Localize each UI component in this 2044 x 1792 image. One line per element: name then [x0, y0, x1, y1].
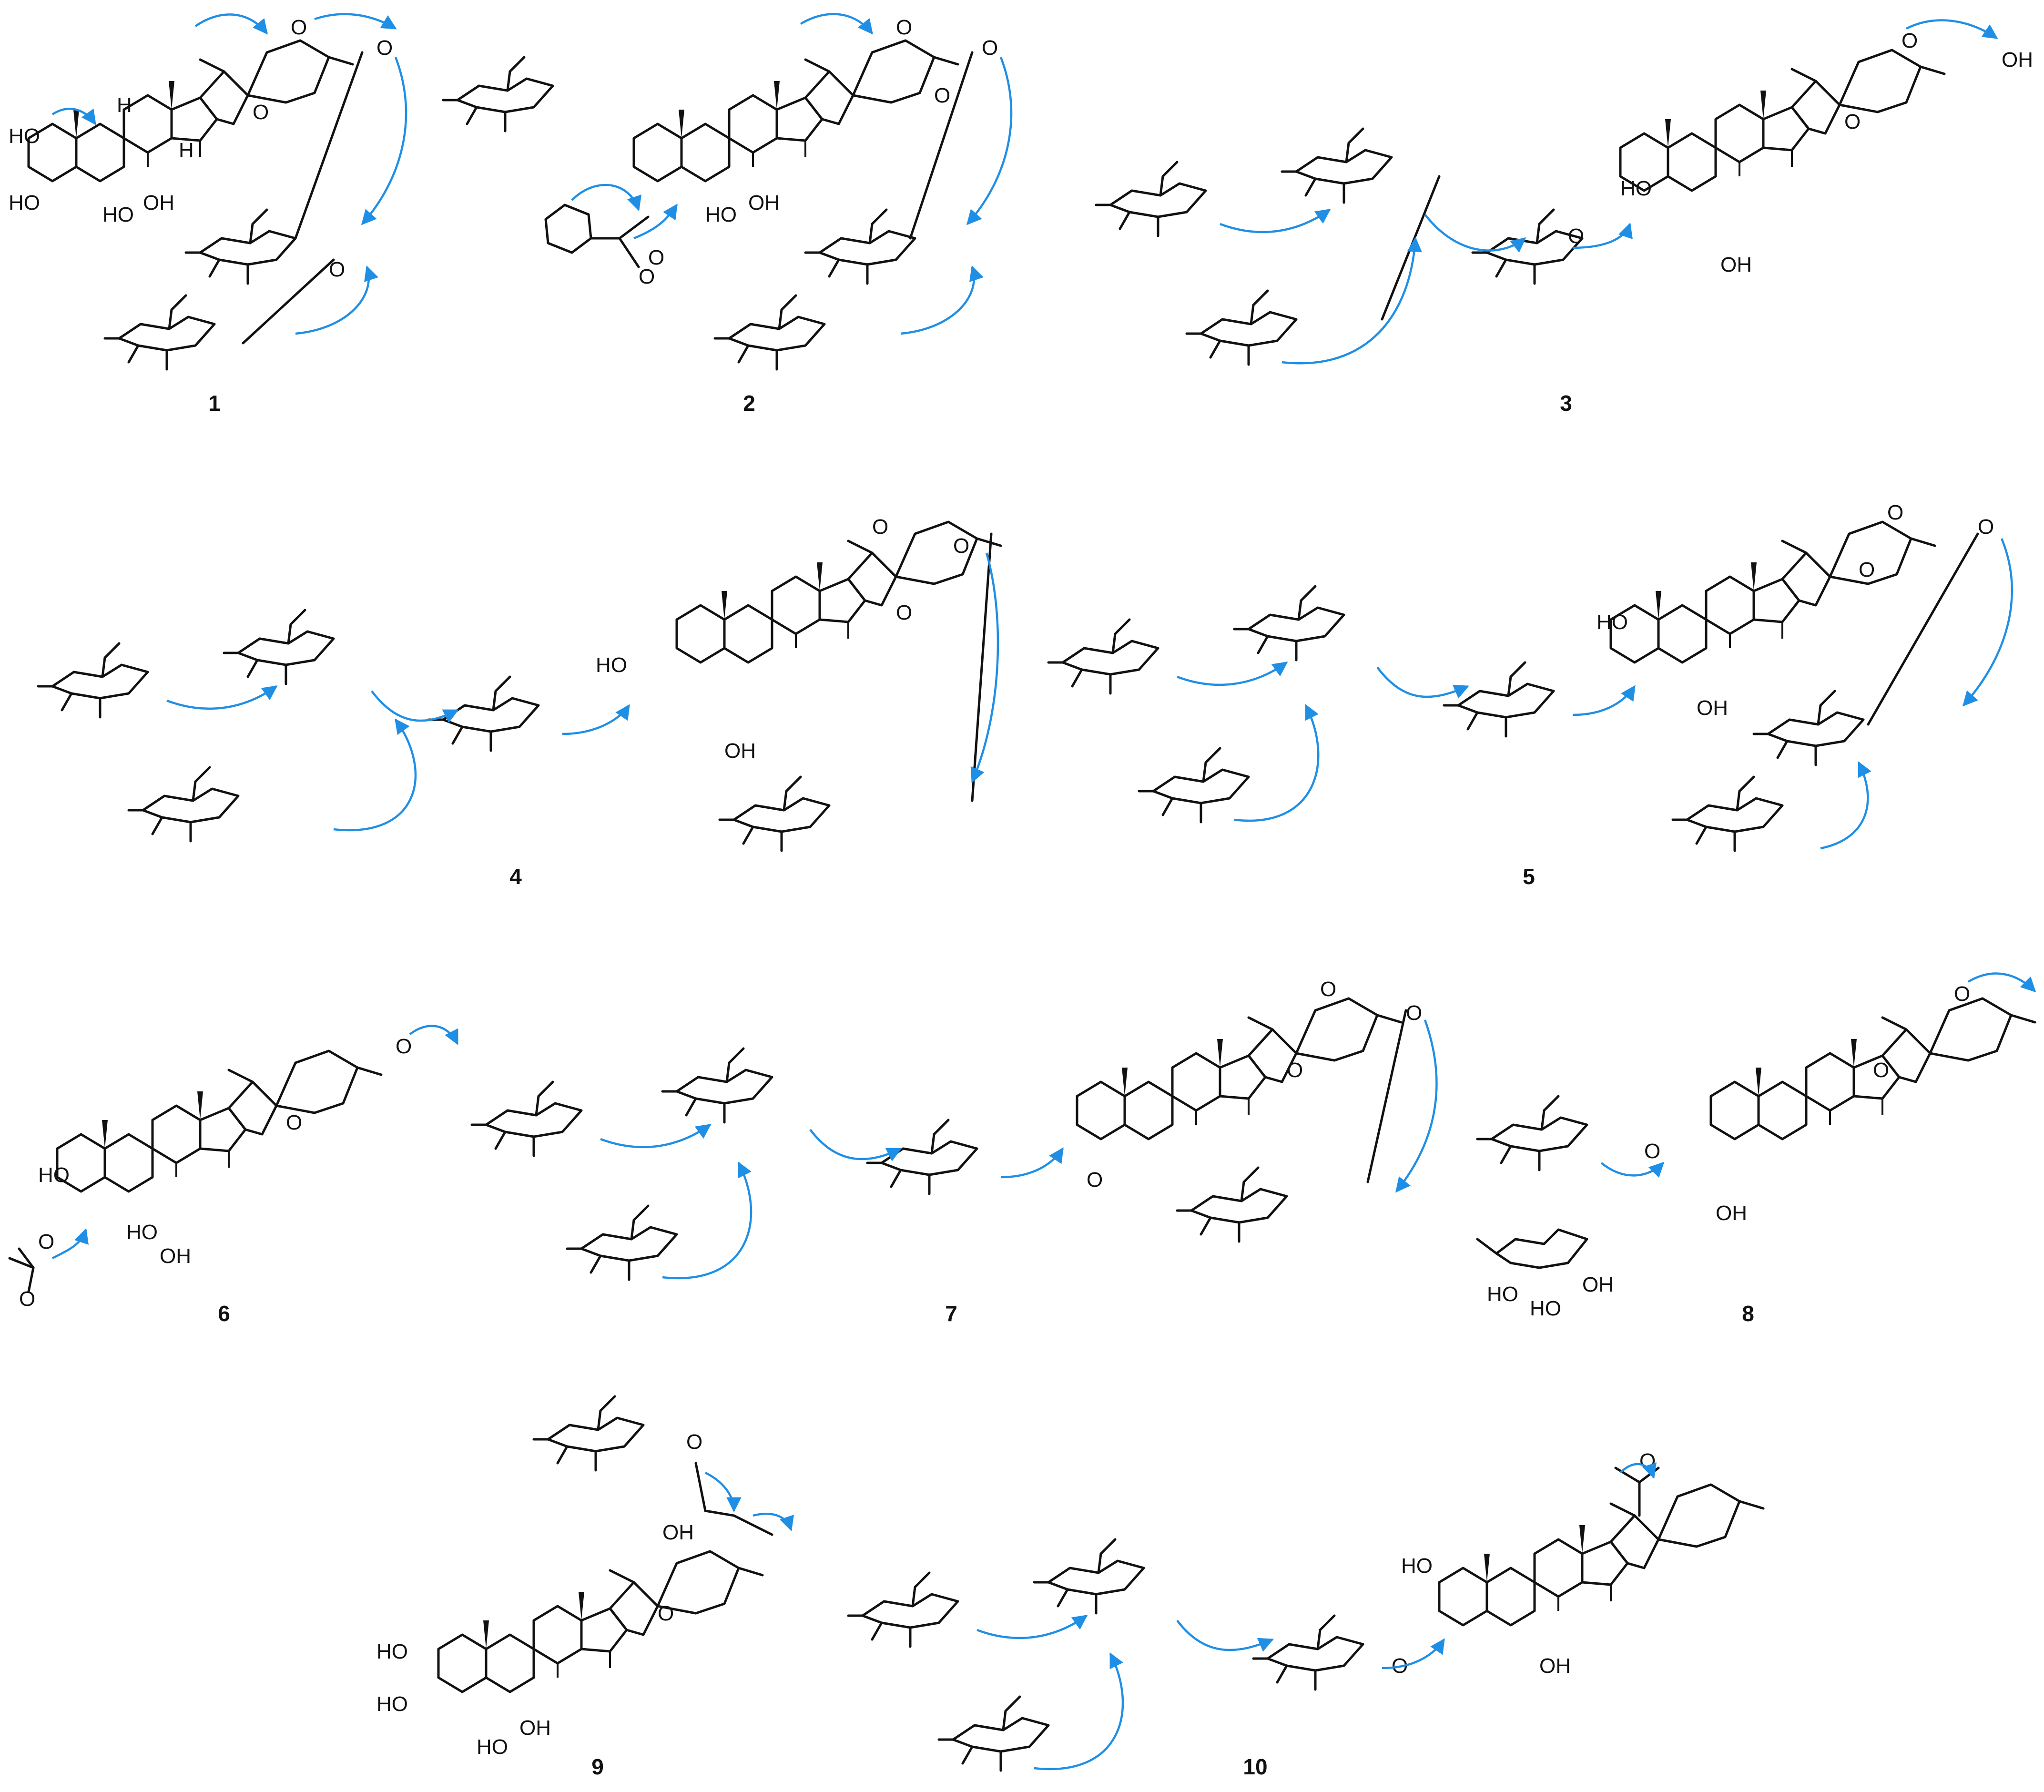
svg-text:O: O	[1954, 982, 1970, 1006]
svg-text:O: O	[1639, 1449, 1656, 1473]
svg-text:O: O	[253, 101, 269, 124]
compound-3: HO OH OH O O O 3	[1096, 19, 2033, 416]
svg-text:O: O	[286, 1111, 302, 1134]
svg-text:O: O	[396, 1035, 412, 1058]
svg-text:O: O	[1859, 558, 1875, 581]
svg-text:O: O	[38, 1230, 54, 1253]
svg-text:HO: HO	[102, 203, 134, 226]
svg-text:OH: OH	[2002, 48, 2033, 71]
compound-1: HO HO HO OH O O O O H H 1	[9, 13, 407, 416]
svg-text:O: O	[1568, 224, 1584, 248]
svg-text:O: O	[1644, 1140, 1660, 1163]
compound-10: O HO OH O 10	[848, 1449, 1763, 1779]
svg-text:O: O	[19, 1287, 35, 1311]
svg-text:OH: OH	[724, 739, 756, 763]
svg-text:O: O	[1978, 515, 1994, 539]
compound-6-label: 6	[218, 1301, 230, 1326]
svg-text:HO: HO	[126, 1221, 158, 1244]
svg-text:OH: OH	[1697, 696, 1728, 720]
compound-7: O O O O 7	[472, 977, 1438, 1326]
svg-text:OH: OH	[1582, 1273, 1614, 1296]
compound-1-label: 1	[208, 391, 221, 416]
svg-text:O: O	[648, 246, 664, 269]
compound-10-label: 10	[1243, 1754, 1267, 1779]
compound-9-label: 9	[591, 1754, 604, 1779]
svg-text:O: O	[896, 16, 912, 39]
svg-text:O: O	[953, 534, 969, 558]
compound-8-label: 8	[1742, 1301, 1754, 1326]
svg-text:OH: OH	[519, 1716, 551, 1740]
svg-text:OH: OH	[160, 1244, 191, 1268]
svg-text:OH: OH	[1720, 253, 1752, 276]
svg-text:O: O	[872, 515, 888, 539]
svg-text:H: H	[117, 93, 132, 117]
svg-text:HO: HO	[38, 1163, 70, 1187]
svg-text:HO: HO	[376, 1640, 408, 1663]
svg-text:HO: HO	[596, 653, 627, 677]
svg-text:O: O	[896, 601, 912, 624]
svg-text:OH: OH	[1539, 1654, 1571, 1678]
svg-text:O: O	[329, 258, 345, 281]
compound-5: HO OH O O O 5	[1048, 501, 2013, 889]
svg-text:O: O	[1844, 110, 1861, 133]
svg-text:HO: HO	[705, 203, 737, 226]
svg-text:O: O	[1873, 1059, 1889, 1082]
compound-7-label: 7	[945, 1301, 957, 1326]
svg-text:O: O	[1406, 1001, 1422, 1025]
compound-3-label: 3	[1560, 391, 1572, 416]
svg-text:O: O	[1902, 29, 1918, 52]
svg-text:O: O	[982, 36, 998, 60]
svg-text:O: O	[934, 84, 950, 107]
compound-9: HO HO HO OH OH O O 9	[376, 1396, 794, 1779]
svg-text:HO: HO	[1401, 1554, 1433, 1578]
svg-text:HO: HO	[1487, 1283, 1518, 1306]
svg-text:OH: OH	[748, 191, 780, 214]
compound-5-label: 5	[1523, 864, 1535, 889]
svg-text:O: O	[291, 16, 307, 39]
svg-text:O: O	[1087, 1168, 1103, 1191]
compound-2-label: 2	[743, 391, 755, 416]
svg-text:O: O	[376, 36, 393, 60]
svg-text:HO: HO	[376, 1692, 408, 1716]
compound-4-label: 4	[509, 864, 522, 889]
compound-6: HO O O HO OH O O 6	[8, 1025, 459, 1326]
svg-text:OH: OH	[143, 191, 174, 214]
svg-text:OH: OH	[662, 1521, 694, 1544]
svg-text:O: O	[686, 1430, 702, 1454]
svg-text:HO: HO	[9, 124, 40, 148]
svg-text:O: O	[639, 265, 655, 288]
svg-text:O: O	[658, 1602, 674, 1625]
svg-text:OH: OH	[1716, 1201, 1747, 1225]
svg-text:HO: HO	[9, 191, 40, 214]
svg-text:O: O	[1887, 501, 1903, 524]
svg-text:HO: HO	[1530, 1297, 1561, 1320]
compound-4: HO OH O O O 4	[38, 515, 1001, 889]
svg-text:O: O	[1320, 977, 1336, 1001]
compound-8: O OH HO HO OH O O 8	[1476, 972, 2035, 1326]
svg-text:H: H	[179, 139, 194, 162]
compound-2: O O O O O OH HO 2	[443, 13, 1013, 416]
svg-text:O: O	[1287, 1059, 1303, 1082]
svg-text:HO: HO	[477, 1735, 508, 1759]
svg-text:HO: HO	[1620, 177, 1652, 200]
svg-text:HO: HO	[1597, 611, 1628, 634]
